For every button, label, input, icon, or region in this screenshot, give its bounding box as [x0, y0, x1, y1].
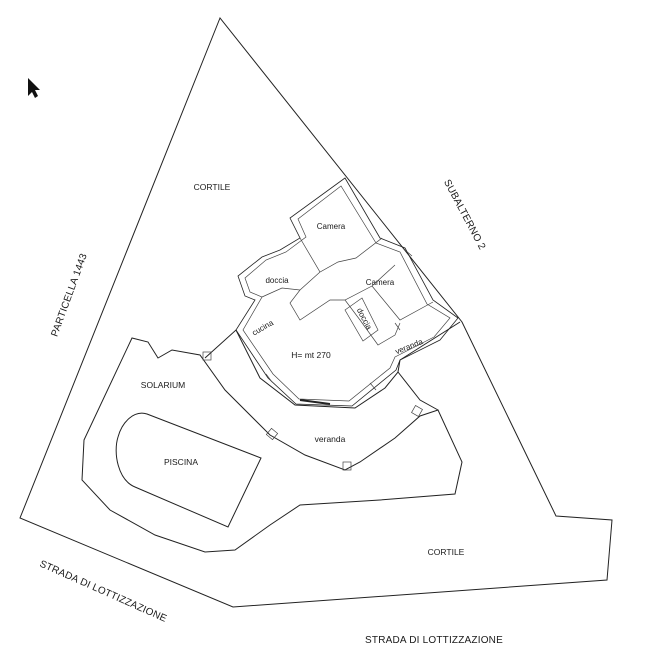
label-veranda-main: veranda	[315, 434, 346, 444]
openings	[202, 249, 423, 471]
label-strada-left: STRADA DI LOTTIZZAZIONE	[38, 559, 169, 625]
veranda-right-strip	[397, 321, 461, 373]
label-subalterno: SUBALTERNO 2	[441, 178, 487, 252]
cursor-icon	[28, 78, 40, 98]
house-walls-inner	[242, 185, 451, 402]
label-veranda-small: veranda	[394, 337, 425, 356]
lot-boundary	[19, 17, 613, 608]
house-walls-outer	[235, 177, 459, 407]
label-doccia-1: doccia	[265, 276, 289, 285]
label-strada-bottom: STRADA DI LOTTIZZAZIONE	[365, 635, 503, 646]
label-solarium: SOLARIUM	[141, 380, 185, 390]
label-particella: PARTICELLA 1443	[49, 252, 89, 338]
label-cortile-top: CORTILE	[194, 182, 231, 192]
label-cucina: cucina	[250, 318, 275, 338]
doccia-box	[344, 297, 379, 342]
interior-partitions	[261, 237, 434, 346]
pool	[115, 412, 262, 528]
veranda-terrace	[204, 329, 439, 411]
label-doccia-2: doccia	[355, 307, 374, 332]
label-piscina: PISCINA	[164, 457, 198, 467]
label-camera-1: Camera	[317, 222, 346, 231]
solarium-area	[81, 337, 463, 553]
label-height: H= mt 270	[291, 350, 331, 360]
label-camera-2: Camera	[366, 278, 395, 287]
label-cortile-bottom: CORTILE	[428, 547, 465, 557]
